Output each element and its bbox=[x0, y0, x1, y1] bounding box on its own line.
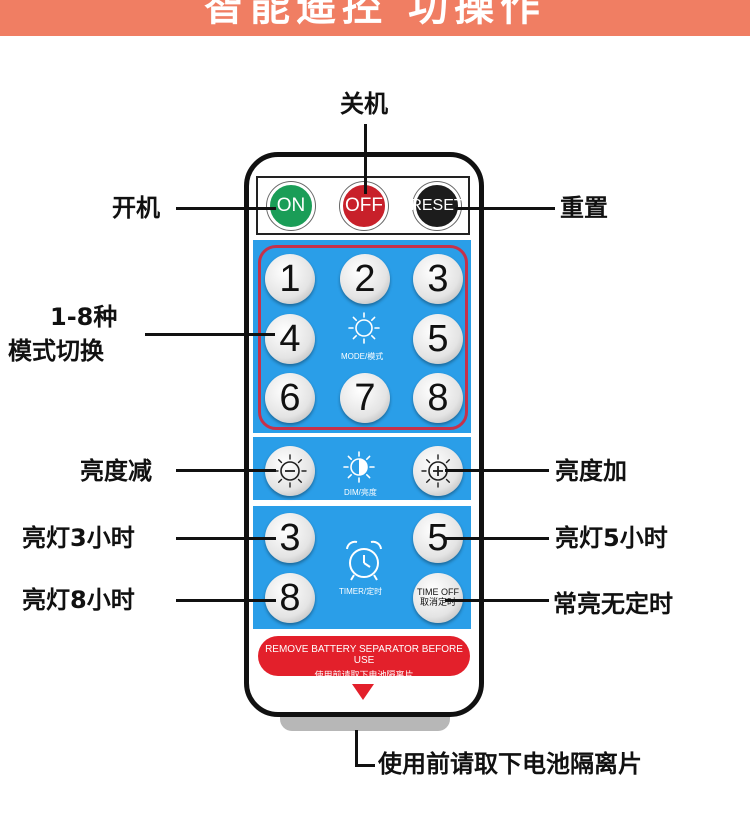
notice-en: REMOVE BATTERY SEPARATOR BEFORE USE bbox=[265, 644, 463, 666]
timer-caption: TIMER/定时 bbox=[339, 587, 383, 596]
down-triangle-icon bbox=[352, 684, 374, 700]
off-callout-line bbox=[364, 124, 367, 194]
on-button[interactable]: ON bbox=[267, 182, 315, 230]
timeroff-callout-line bbox=[445, 599, 549, 602]
timer-3h-label: 3 bbox=[279, 516, 301, 559]
mode-button-7[interactable]: 7 bbox=[340, 373, 390, 423]
off-label: 关机 bbox=[340, 90, 388, 118]
banner-title: 智能遥控 功操作 bbox=[204, 0, 546, 30]
separator-callout-horizontal bbox=[355, 764, 375, 767]
timer-off-label-cn: 取消定时 bbox=[419, 597, 456, 607]
mode-button-3[interactable]: 3 bbox=[413, 254, 463, 304]
timer3-label: 亮灯3小时 bbox=[22, 524, 135, 552]
brightness-half-icon bbox=[343, 451, 375, 483]
mode-button-4[interactable]: 4 bbox=[265, 314, 315, 364]
separator-label: 使用前请取下电池隔离片 bbox=[378, 750, 642, 778]
dim-caption: DIM/亮度 bbox=[344, 488, 377, 497]
timer5-callout-line bbox=[445, 537, 549, 540]
mode-label: 6 bbox=[279, 376, 301, 419]
mode-button-8[interactable]: 8 bbox=[413, 373, 463, 423]
timer-5h-label: 5 bbox=[427, 516, 449, 559]
mode-label: 7 bbox=[354, 376, 376, 419]
alarm-clock-icon bbox=[346, 540, 382, 581]
timer8-label: 亮灯8小时 bbox=[22, 586, 135, 614]
mode-button-6[interactable]: 6 bbox=[265, 373, 315, 423]
on-button-label: ON bbox=[276, 195, 306, 216]
mode-label: 2 bbox=[354, 257, 376, 300]
reset-button-label: RESET bbox=[410, 197, 464, 214]
on-callout-line bbox=[176, 207, 276, 210]
mode-button-1[interactable]: 1 bbox=[265, 254, 315, 304]
mode-label-line2: 模式切换 bbox=[8, 337, 104, 365]
reset-label: 重置 bbox=[560, 194, 608, 222]
mode-label: 4 bbox=[279, 317, 301, 360]
mode-frame bbox=[258, 245, 468, 430]
dim-minus-callout-line bbox=[176, 469, 276, 472]
timer-8h-label: 8 bbox=[279, 576, 301, 619]
mode-caption: MODE/模式 bbox=[341, 352, 384, 361]
notice-cn: 使用前请取下电池隔离片 bbox=[314, 670, 414, 680]
mode-label: 5 bbox=[427, 317, 449, 360]
dim-plus-callout-line bbox=[445, 469, 549, 472]
timer3-callout-line bbox=[176, 537, 276, 540]
mode-label: 8 bbox=[427, 376, 449, 419]
mode-callout-line bbox=[145, 333, 275, 336]
reset-callout-line bbox=[455, 207, 555, 210]
timer-off-label-en: TIME OFF bbox=[417, 587, 459, 598]
mode-button-2[interactable]: 2 bbox=[340, 254, 390, 304]
title-banner: 智能遥控 功操作 bbox=[0, 0, 750, 36]
battery-notice: REMOVE BATTERY SEPARATOR BEFORE USE 使用前请… bbox=[258, 636, 470, 680]
sun-icon bbox=[348, 312, 380, 344]
mode-label-line1: 1-8种 bbox=[50, 303, 118, 331]
on-label: 开机 bbox=[112, 194, 160, 222]
dim-minus-button[interactable] bbox=[265, 446, 315, 496]
mode-label: 3 bbox=[427, 257, 449, 300]
separator-callout-vertical bbox=[355, 730, 358, 766]
dim-minus-label: 亮度减 bbox=[80, 457, 152, 485]
timer8-callout-line bbox=[176, 599, 276, 602]
reset-button[interactable]: RESET bbox=[410, 182, 464, 230]
mode-button-5[interactable]: 5 bbox=[413, 314, 463, 364]
timer-off-label: 常亮无定时 bbox=[553, 590, 673, 618]
remote-body bbox=[244, 152, 484, 717]
timer-8h-button[interactable]: 8 bbox=[265, 573, 315, 623]
mode-label: 1 bbox=[279, 257, 301, 300]
sun-minus-icon bbox=[273, 454, 307, 488]
timer5-label: 亮灯5小时 bbox=[555, 524, 668, 552]
power-row bbox=[256, 176, 470, 235]
off-button-label: OFF bbox=[345, 195, 383, 216]
timer-off-button[interactable]: TIME OFF 取消定时 bbox=[413, 573, 463, 623]
dim-plus-label: 亮度加 bbox=[555, 457, 627, 485]
